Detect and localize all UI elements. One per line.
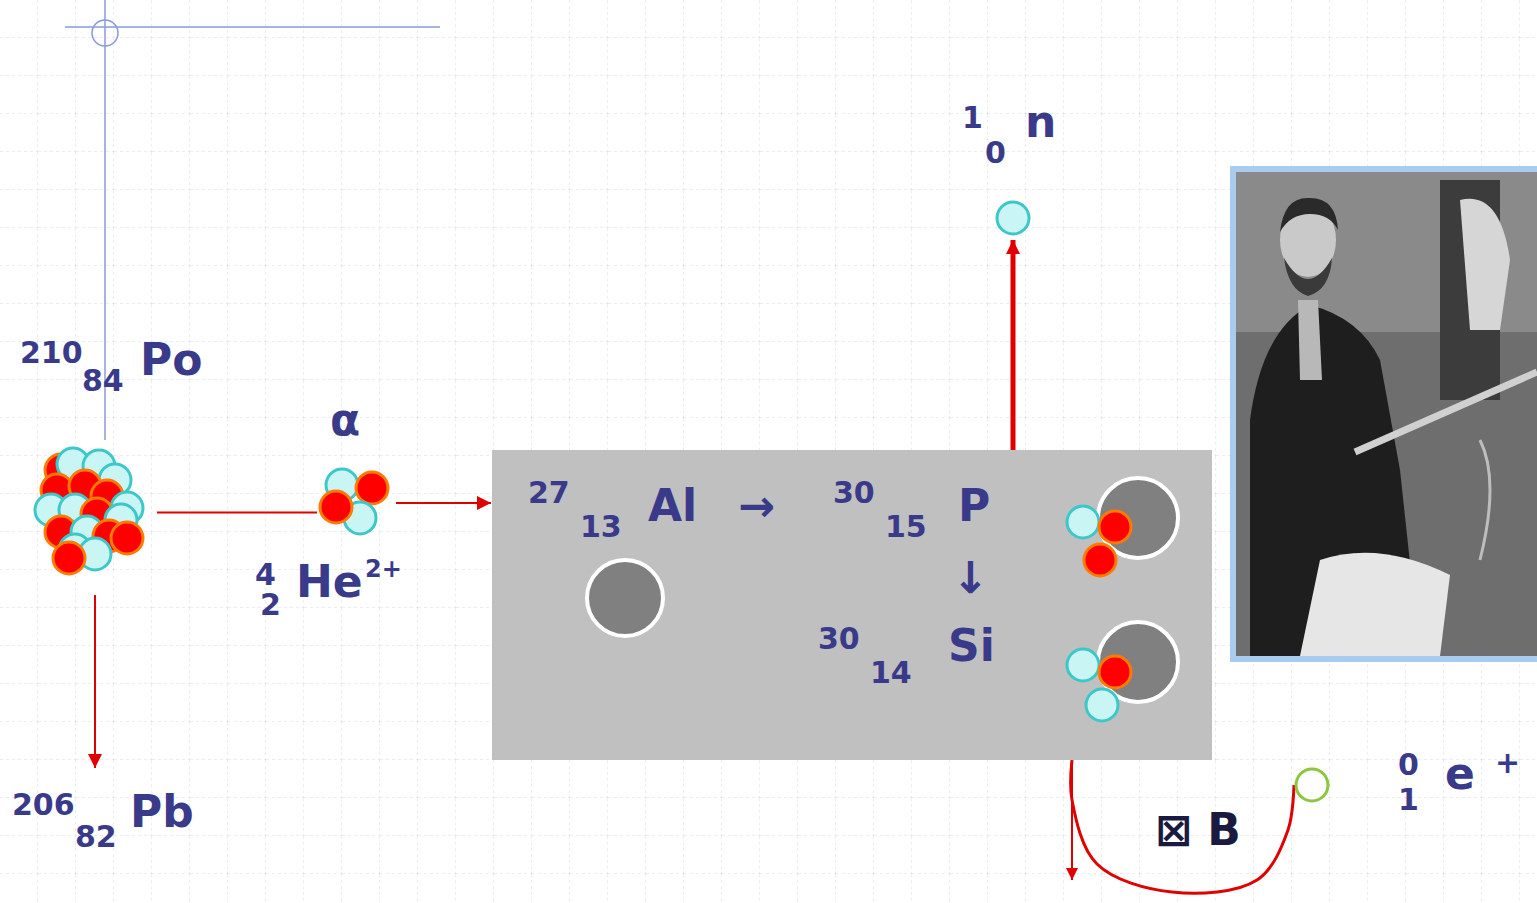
nuclide-number: 2	[260, 590, 281, 620]
proton-ball	[356, 472, 388, 504]
particle-arrow	[396, 502, 491, 504]
polonium-nucleus-shape	[35, 450, 155, 575]
polonium-nucleus: 21084Po	[35, 450, 155, 575]
nuclide-number: 1	[962, 103, 983, 133]
nuclide-number: +	[1495, 748, 1520, 778]
nucleus-disc	[587, 560, 663, 636]
nuclide-symbol: Pb	[130, 790, 194, 834]
nuclide-number: 14	[870, 658, 912, 688]
nuclide-number: 0	[985, 138, 1006, 168]
nuclide-symbol: Al	[648, 484, 697, 528]
proton-ball	[1099, 656, 1131, 688]
neutron-ball	[1086, 689, 1118, 721]
nuclide-symbol: Po	[140, 338, 202, 382]
proton-ball	[1084, 544, 1116, 576]
nuclide-symbol: P	[958, 484, 990, 528]
nuclide-number: 13	[580, 512, 622, 542]
proton-ball	[111, 522, 143, 554]
curved-track	[1071, 760, 1294, 893]
neutron-ball	[1067, 649, 1099, 681]
nuclide-number: 4	[255, 560, 276, 590]
field-label: ⊠ B	[1155, 808, 1241, 852]
positron: 01e+	[1294, 767, 1330, 803]
nuclide-symbol: He	[296, 560, 363, 604]
portrait-photo	[1230, 166, 1537, 662]
neutron-ball	[1067, 506, 1099, 538]
nuclide-number: 0	[1398, 750, 1419, 780]
particle-arrow	[1011, 240, 1016, 450]
alpha-particle: α42He2+	[318, 467, 394, 539]
nuclide-symbol: ↓	[952, 556, 989, 600]
particle-arrow	[94, 595, 96, 768]
lead-product: 20682 Pb	[10, 780, 200, 850]
crosshair	[65, 0, 440, 440]
nuclide-symbol: α	[330, 398, 360, 442]
positron-ball	[1296, 769, 1328, 801]
neutron-shape	[995, 200, 1031, 236]
nuclide-number: 84	[82, 366, 124, 396]
neutron: 10n	[995, 200, 1031, 236]
nuclide-symbol: e	[1445, 752, 1475, 796]
nuclide-symbol: Si	[948, 624, 995, 668]
proton-ball	[1099, 511, 1131, 543]
nuclide-number: 30	[818, 624, 860, 654]
neutron-ball	[997, 202, 1029, 234]
alpha-particle-shape	[318, 467, 394, 539]
nuclide-number: 2+	[365, 557, 402, 581]
nuclide-number: 30	[833, 478, 875, 508]
positron-shape	[1294, 767, 1330, 803]
nuclide-symbol: n	[1025, 100, 1056, 144]
nuclide-number: 82	[75, 822, 117, 852]
proton-ball	[53, 542, 85, 574]
nuclide-number: 210	[20, 338, 83, 368]
nuclide-number: 206	[12, 790, 75, 820]
nuclide-number: 1	[1398, 785, 1419, 815]
proton-ball	[320, 491, 352, 523]
nuclide-symbol: →	[738, 484, 775, 528]
particle-arrow	[157, 512, 317, 514]
target-box: 27 13 Al → 30 15 P ↓ 30 14 Si	[492, 450, 1212, 760]
nuclide-number: 15	[885, 512, 927, 542]
nuclide-number: 27	[528, 478, 570, 508]
